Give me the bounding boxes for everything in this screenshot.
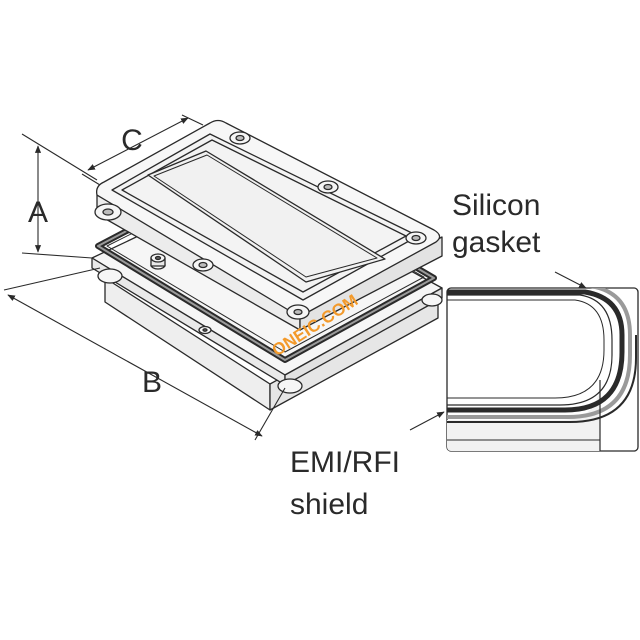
gasket-label-line1: Silicon [452,189,540,222]
shield-leader [409,411,445,431]
shield-label-line1: EMI/RFI [290,446,400,479]
detail-inset [446,287,639,452]
dimension-b [3,267,286,441]
dimension-b-label: B [142,366,162,399]
dimension-c [81,114,204,186]
dimension-a [21,133,98,259]
shield-label-line2: shield [290,488,368,521]
gasket-label-line2: gasket [452,226,541,259]
dimension-a-label: A [28,196,48,229]
dimension-c-label: C [121,124,143,157]
gasket-leader [554,271,587,289]
